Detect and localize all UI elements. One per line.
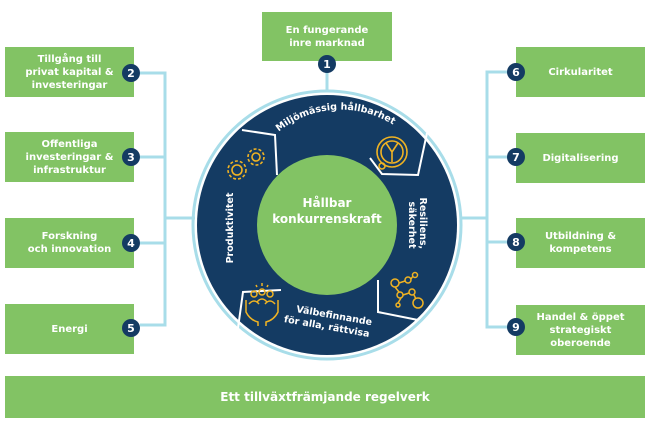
- foundation-bar: Ett tillväxtfrämjande regelverk: [5, 376, 645, 418]
- segment-dividers: [237, 129, 428, 329]
- number-badge-6: 6: [507, 63, 525, 81]
- pillar-label-5: Energi: [51, 323, 88, 335]
- center-circle: [257, 155, 397, 295]
- pillar-box-2: Tillgång till privat kapital & investeri…: [5, 47, 134, 97]
- pillar-box-5: Energi: [5, 304, 134, 354]
- segment-label-produktivitet: Produktivitet: [225, 192, 236, 263]
- pillar-box-8: Utbildning & kompetens: [516, 218, 645, 268]
- pillar-label-8: Utbildning & kompetens: [544, 231, 617, 255]
- pillar-label-3: Offentliga investeringar & infrastruktur: [25, 138, 114, 176]
- number-badge-1: 1: [318, 55, 336, 73]
- pillar-label-9: Handel & öppet strategiskt oberoende: [536, 311, 625, 349]
- center-label: Hållbar konkurrenskraft: [272, 196, 382, 226]
- pillar-box-1: En fungerande inre marknad: [262, 12, 392, 61]
- pillar-box-4: Forskning och innovation: [5, 218, 134, 268]
- segment-label-resiliens: Resiliens, säkerhet: [406, 198, 428, 253]
- pillar-label-2: Tillgång till privat kapital & investeri…: [25, 53, 114, 91]
- number-badge-8: 8: [507, 233, 525, 251]
- pillar-label-4: Forskning och innovation: [27, 231, 112, 255]
- pillar-box-3: Offentliga investeringar & infrastruktur: [5, 132, 134, 182]
- pillar-box-6: Cirkularitet: [516, 47, 645, 97]
- pillar-label-6: Cirkularitet: [548, 66, 613, 78]
- number-badge-3: 3: [122, 148, 140, 166]
- foundation-label: Ett tillväxtfrämjande regelverk: [220, 390, 430, 404]
- number-badge-7: 7: [507, 148, 525, 166]
- pillar-box-7: Digitalisering: [516, 133, 645, 183]
- right-connectors: [462, 70, 512, 329]
- outer-ring: [191, 89, 463, 361]
- network-nodes-icon: [390, 271, 424, 309]
- number-badge-2: 2: [122, 64, 140, 82]
- pillar-label-1: En fungerande inre marknad: [285, 24, 369, 49]
- gears-icon: [227, 148, 265, 180]
- pillar-label-7: Digitalisering: [542, 152, 619, 164]
- left-connectors: [140, 71, 195, 327]
- number-badge-4: 4: [122, 234, 140, 252]
- number-badge-5: 5: [122, 319, 140, 337]
- hands-people-icon: [245, 283, 279, 326]
- leaf-emblem-icon: [376, 136, 408, 170]
- pillar-box-9: Handel & öppet strategiskt oberoende: [516, 305, 645, 355]
- number-badge-9: 9: [507, 318, 525, 336]
